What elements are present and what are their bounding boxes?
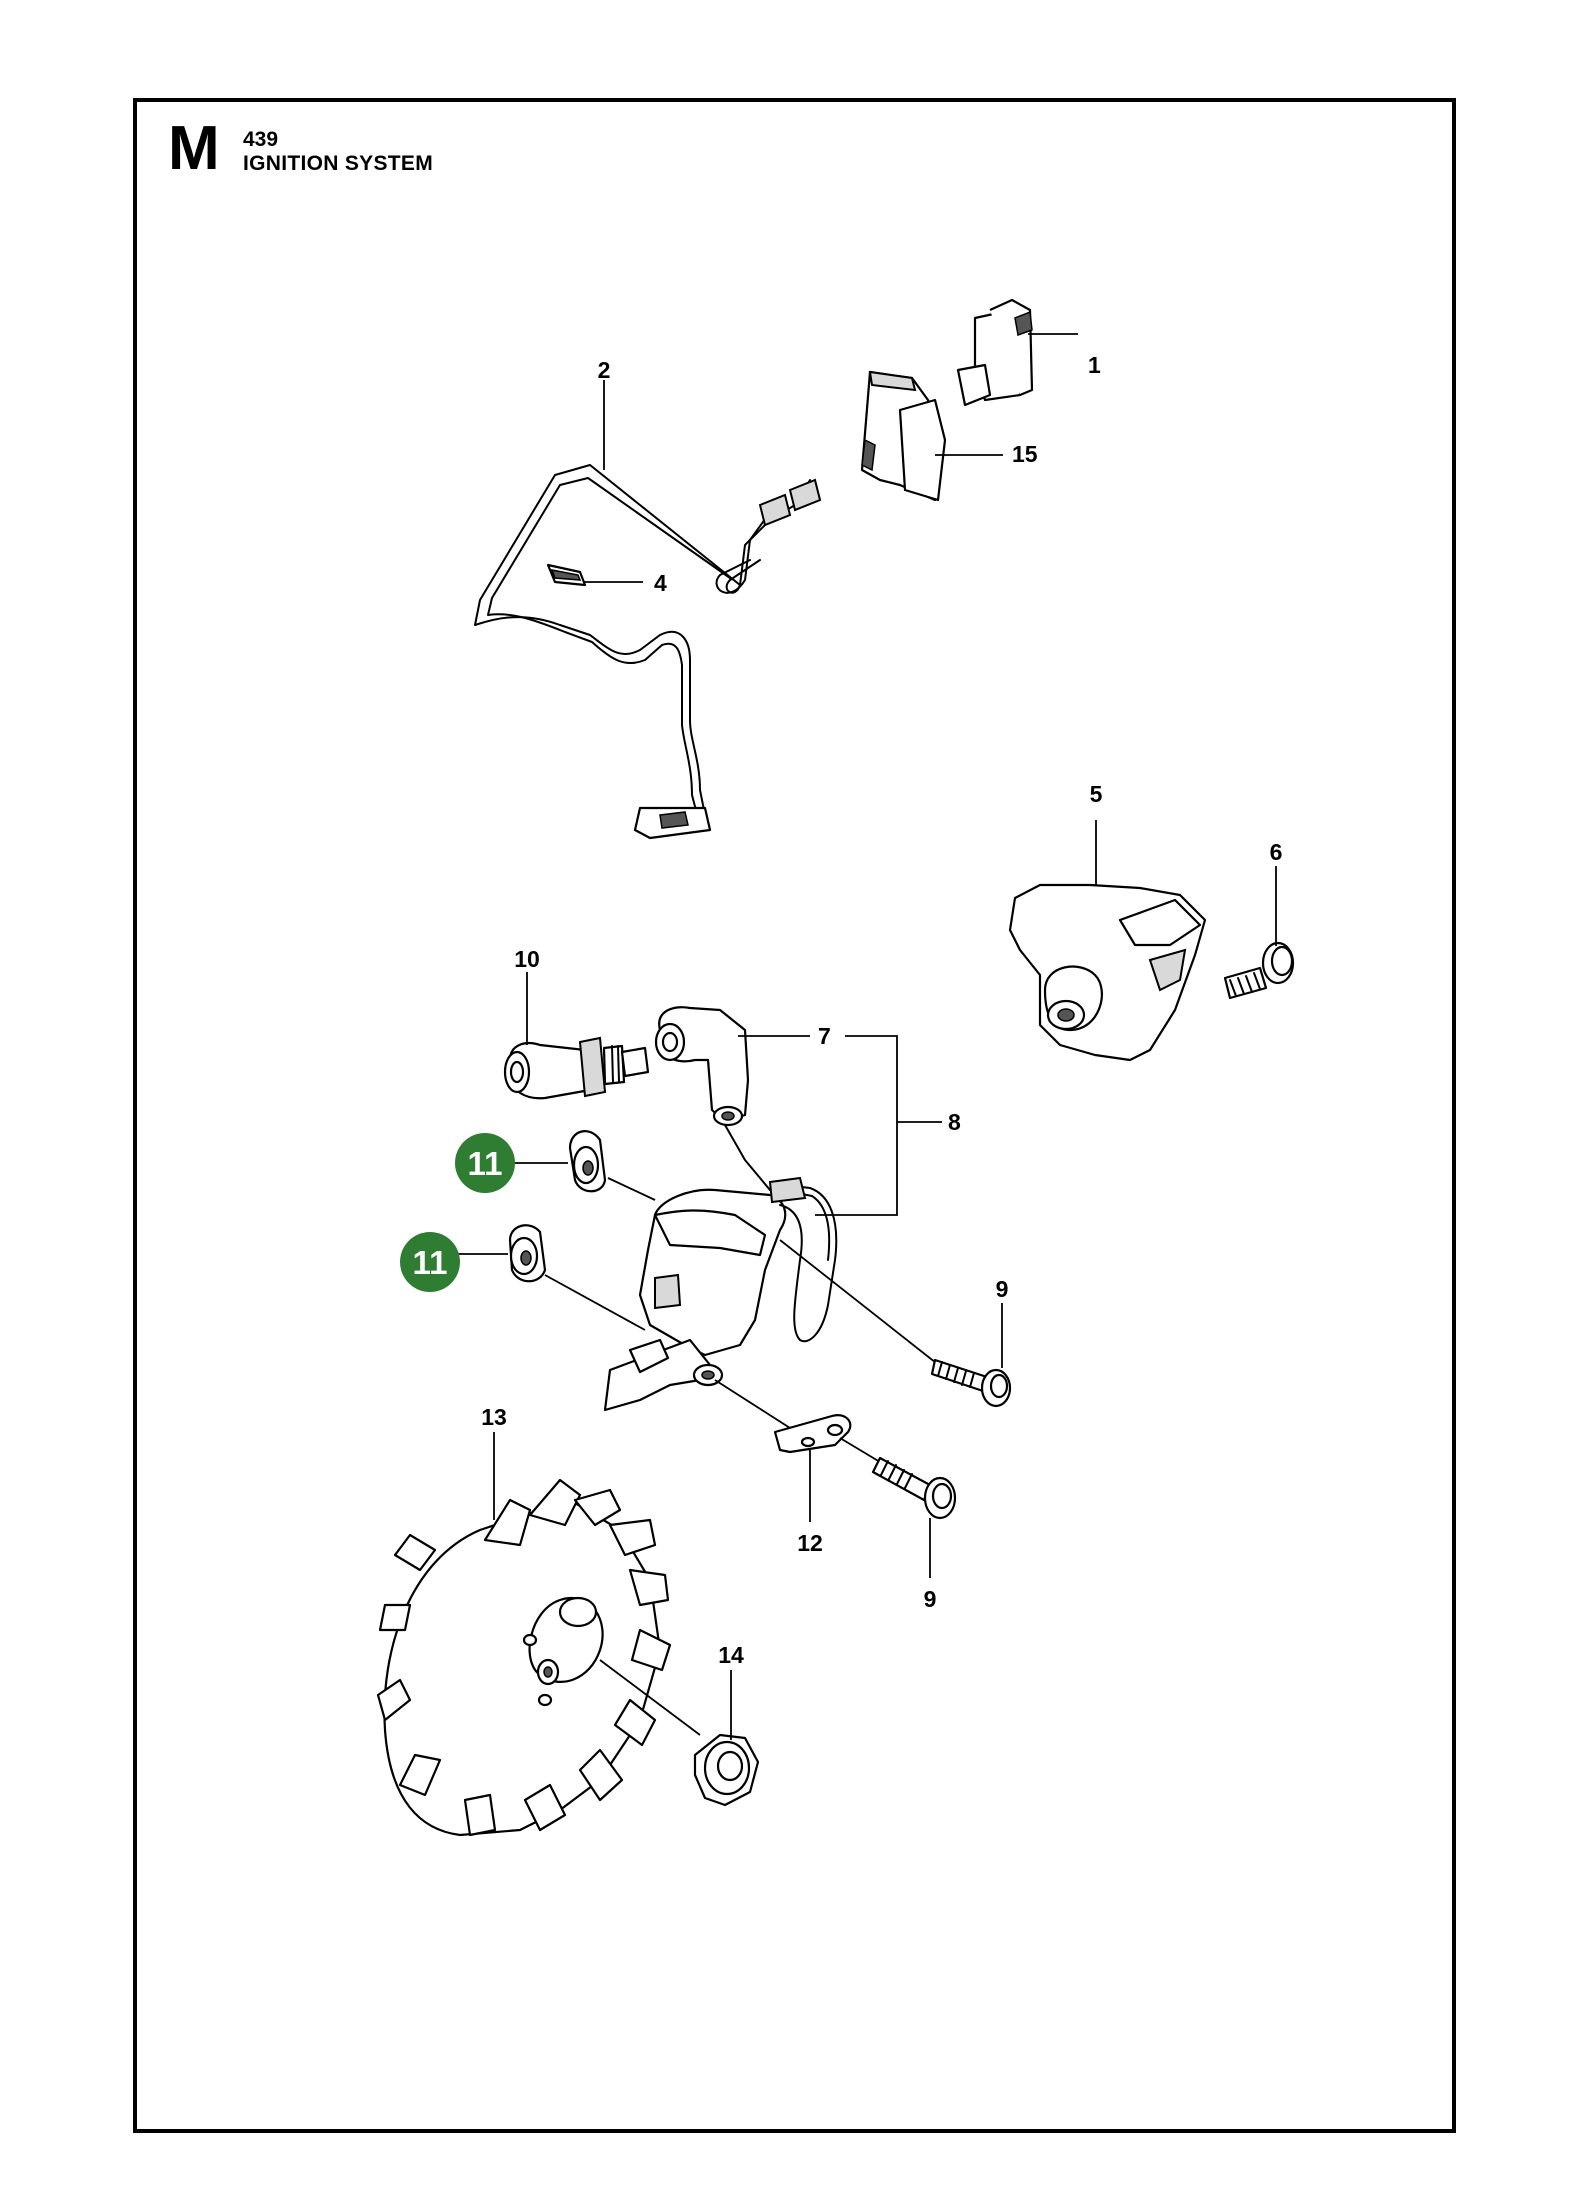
page-number: 439 bbox=[243, 128, 279, 151]
callout-7: 7 bbox=[818, 1023, 831, 1049]
leader-11a-axis bbox=[607, 1177, 656, 1201]
callout-14: 14 bbox=[718, 1642, 744, 1668]
part-11-spacer-upper[interactable] bbox=[568, 1130, 607, 1193]
callout-13: 13 bbox=[481, 1404, 507, 1430]
callout-1: 1 bbox=[1088, 352, 1101, 378]
part-11-spacer-lower[interactable] bbox=[508, 1224, 547, 1283]
section-title: IGNITION SYSTEM bbox=[243, 152, 434, 175]
part-6-screw[interactable] bbox=[1223, 941, 1295, 1000]
callout-10: 10 bbox=[514, 946, 540, 972]
part-15-switch-holder[interactable] bbox=[860, 370, 947, 502]
part-9-screw-lower[interactable] bbox=[871, 1456, 957, 1520]
highlight-badge-11-upper[interactable]: 11 bbox=[455, 1133, 515, 1193]
callout-2: 2 bbox=[598, 357, 611, 383]
bracket-8 bbox=[815, 1035, 898, 1216]
callout-11a: 11 bbox=[468, 1145, 503, 1182]
callout-6: 6 bbox=[1270, 839, 1283, 865]
callout-15: 15 bbox=[1012, 441, 1038, 467]
leader-14-axis bbox=[599, 1659, 701, 1736]
callout-11b: 11 bbox=[413, 1244, 448, 1281]
callout-9-upper: 9 bbox=[996, 1276, 1009, 1302]
section-letter: M bbox=[168, 114, 220, 183]
callout-9-lower: 9 bbox=[924, 1586, 937, 1612]
part-14-flywheel-nut[interactable] bbox=[693, 1733, 760, 1807]
part-13-flywheel[interactable] bbox=[376, 1478, 672, 1837]
part-5-ignition-cover[interactable] bbox=[1008, 883, 1207, 1062]
part-2-wire-harness[interactable] bbox=[474, 464, 822, 840]
part-10-spark-plug[interactable] bbox=[503, 1036, 650, 1100]
callout-4: 4 bbox=[654, 570, 667, 596]
part-9-screw-upper[interactable] bbox=[930, 1358, 1012, 1408]
highlight-badge-11-lower[interactable]: 11 bbox=[400, 1232, 460, 1292]
part-8-ignition-module[interactable] bbox=[603, 1176, 838, 1412]
diagram-frame bbox=[133, 98, 1456, 2133]
callout-12: 12 bbox=[797, 1530, 823, 1556]
leader-12-axis bbox=[714, 1379, 791, 1429]
part-7-spark-plug-cap[interactable] bbox=[654, 1006, 771, 1191]
part-12-clamp[interactable] bbox=[773, 1414, 852, 1454]
leader-9b-axis bbox=[839, 1437, 881, 1463]
callout-5: 5 bbox=[1090, 781, 1103, 807]
leader-11b-axis bbox=[544, 1274, 646, 1331]
part-1-stop-switch[interactable] bbox=[956, 298, 1034, 407]
part-4-cable-clip[interactable] bbox=[546, 563, 587, 587]
callout-8: 8 bbox=[948, 1109, 961, 1135]
leader-9a-axis bbox=[779, 1239, 946, 1371]
